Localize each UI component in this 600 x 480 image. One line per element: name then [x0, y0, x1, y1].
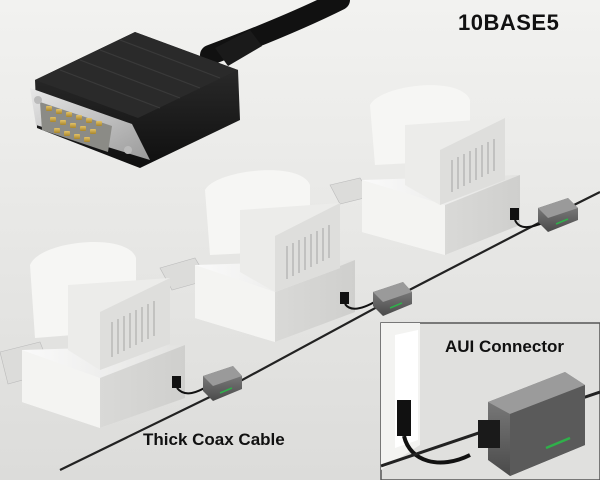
- computer-2: [159, 170, 412, 342]
- transceiver-icon: [203, 366, 242, 401]
- aui-inset: [380, 322, 600, 480]
- computer-1: [0, 241, 242, 428]
- transceiver-icon: [478, 372, 585, 476]
- transceiver-icon: [373, 282, 412, 316]
- transceiver-icon: [538, 198, 578, 232]
- aui-connector-label: AUI Connector: [445, 337, 564, 356]
- thick-coax-cable-label: Thick Coax Cable: [143, 430, 285, 449]
- db15-connector-icon: [30, 0, 350, 168]
- diagram-title: 10BASE5: [458, 10, 560, 35]
- computer-3: [329, 85, 578, 255]
